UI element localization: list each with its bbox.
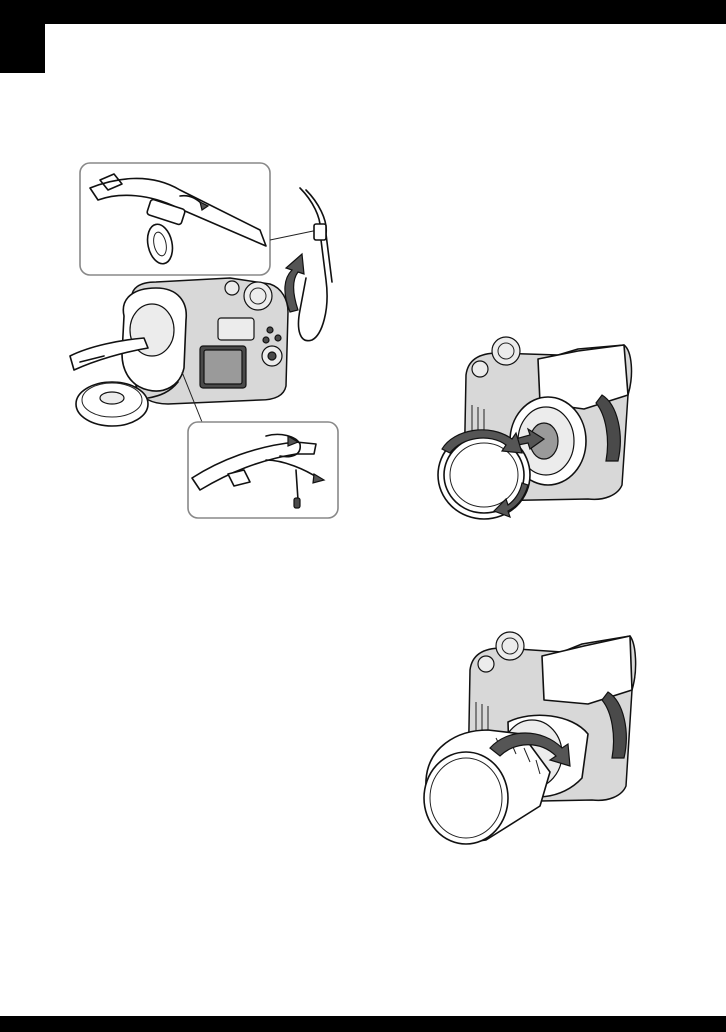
lens-hood [424,730,550,844]
strap-attachment-illustration [60,160,350,522]
footer-band [0,1016,726,1032]
header-band [0,0,726,24]
camera-body-rear [122,278,288,404]
section-tab [0,24,45,73]
lens-hood-illustration [412,630,638,858]
adaptor-ring-illustration [428,335,638,531]
